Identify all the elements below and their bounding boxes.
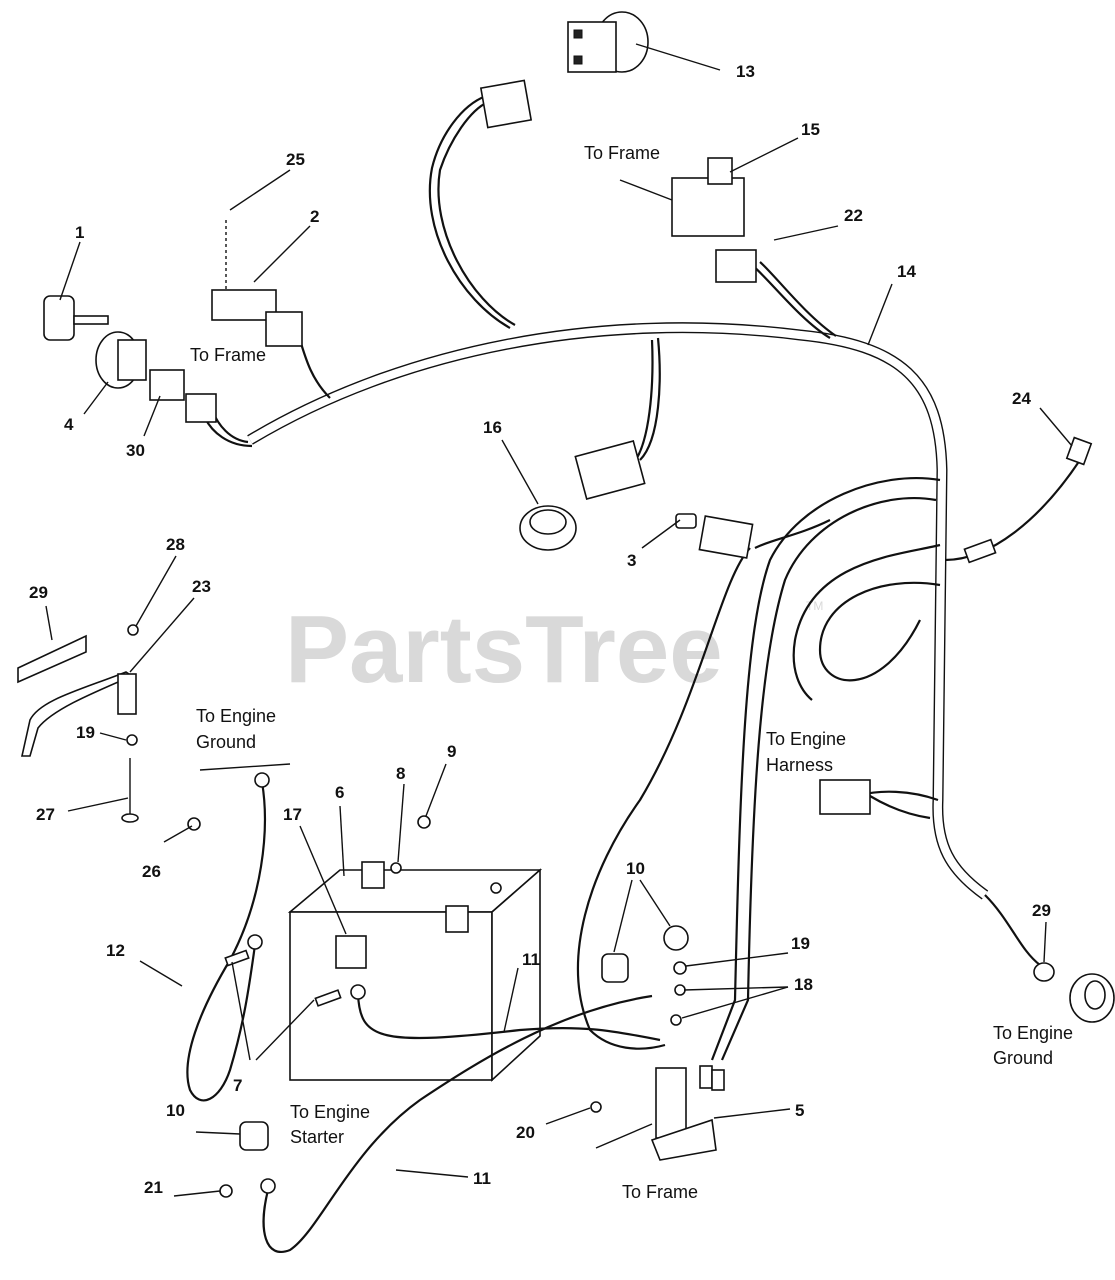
engine-harness-connector	[819, 779, 931, 820]
nut-26	[187, 817, 201, 831]
callout-29b: 29	[1032, 901, 1051, 920]
callout-3: 3	[627, 551, 636, 570]
callout-26: 26	[142, 862, 161, 881]
callout-10b: 10	[166, 1101, 185, 1120]
terminal-boots-10	[239, 925, 689, 1151]
callout-1: 1	[75, 223, 84, 242]
callout-19a: 19	[76, 723, 95, 742]
callout-16: 16	[483, 418, 502, 437]
note-to-frame-top: To Frame	[584, 143, 660, 163]
callout-4: 4	[64, 415, 74, 434]
note-engine-ground-left-1: To Engine	[196, 706, 276, 726]
callout-15: 15	[801, 120, 820, 139]
callout-11b: 11	[473, 1169, 491, 1188]
washers-18	[670, 984, 686, 1026]
nut-28	[127, 624, 139, 636]
fuse-3	[675, 513, 697, 529]
callout-21: 21	[144, 1178, 163, 1197]
callout-20: 20	[516, 1123, 535, 1142]
callout-19b: 19	[791, 934, 810, 953]
callout-27: 27	[36, 805, 55, 824]
leader-lines	[45, 43, 1073, 1197]
note-to-frame-switch: To Frame	[190, 345, 266, 365]
callout-9: 9	[447, 742, 456, 761]
interlock-switch-15	[619, 157, 745, 237]
callout-2: 2	[310, 207, 319, 226]
ignition-key-1	[43, 295, 109, 341]
callout-6: 6	[335, 783, 344, 802]
note-engine-harness-2: Harness	[766, 755, 833, 775]
terminal-cover-17	[335, 935, 367, 969]
callout-5: 5	[795, 1101, 804, 1120]
seat-switch-13	[567, 11, 649, 73]
grommet-29-right	[1033, 962, 1115, 1023]
callout-23: 23	[192, 577, 211, 596]
switch-connector	[715, 249, 757, 283]
strip-29-left	[17, 634, 87, 684]
nut-19-right	[673, 961, 687, 975]
note-engine-ground-left-2: Ground	[196, 732, 256, 752]
screw-20	[590, 1101, 602, 1113]
callout-29a: 29	[29, 583, 48, 602]
ignition-switch-4	[95, 331, 147, 389]
callout-28: 28	[166, 535, 185, 554]
nut-9	[417, 815, 431, 829]
callout-18: 18	[794, 975, 813, 994]
note-engine-starter-2: Starter	[290, 1127, 344, 1147]
callout-17: 17	[283, 805, 302, 824]
bolt-8	[390, 862, 402, 874]
wire-lead-24	[963, 436, 1093, 564]
fuse-holder-connector	[698, 515, 754, 559]
alarm-16	[519, 505, 577, 551]
note-to-frame-solenoid: To Frame	[622, 1182, 698, 1202]
relay-2	[211, 220, 303, 347]
ignition-connector-30	[149, 369, 217, 423]
callout-10a: 10	[626, 859, 645, 878]
nut-21	[219, 1184, 233, 1198]
battery-6	[287, 861, 543, 1082]
harness-connector-top	[479, 79, 533, 129]
frame-lead-solenoid	[595, 1123, 653, 1149]
bolts-7	[224, 949, 342, 1007]
note-engine-starter-1: To Engine	[290, 1102, 370, 1122]
ground-cable-12	[186, 772, 270, 1102]
callout-11a: 11	[522, 950, 540, 969]
callout-7: 7	[233, 1076, 242, 1095]
washer-19-left	[126, 734, 138, 746]
callout-13: 13	[736, 62, 755, 81]
bracket-23	[21, 671, 137, 757]
watermark: PartsTree	[285, 596, 723, 703]
callout-14: 14	[897, 262, 916, 281]
callout-22: 22	[844, 206, 863, 225]
callout-25: 25	[286, 150, 305, 169]
callout-8: 8	[396, 764, 405, 783]
bolt-27	[121, 758, 139, 823]
note-engine-harness-1: To Engine	[766, 729, 846, 749]
starter-solenoid-5	[650, 1065, 725, 1161]
callout-24: 24	[1012, 389, 1031, 408]
callout-12: 12	[106, 941, 125, 960]
callout-30: 30	[126, 441, 145, 460]
alarm-connector	[574, 440, 646, 500]
battery-cable-11	[260, 984, 661, 1253]
nut-battery	[490, 882, 502, 894]
note-engine-ground-right-2: Ground	[993, 1048, 1053, 1068]
note-engine-ground-right-1: To Engine	[993, 1023, 1073, 1043]
